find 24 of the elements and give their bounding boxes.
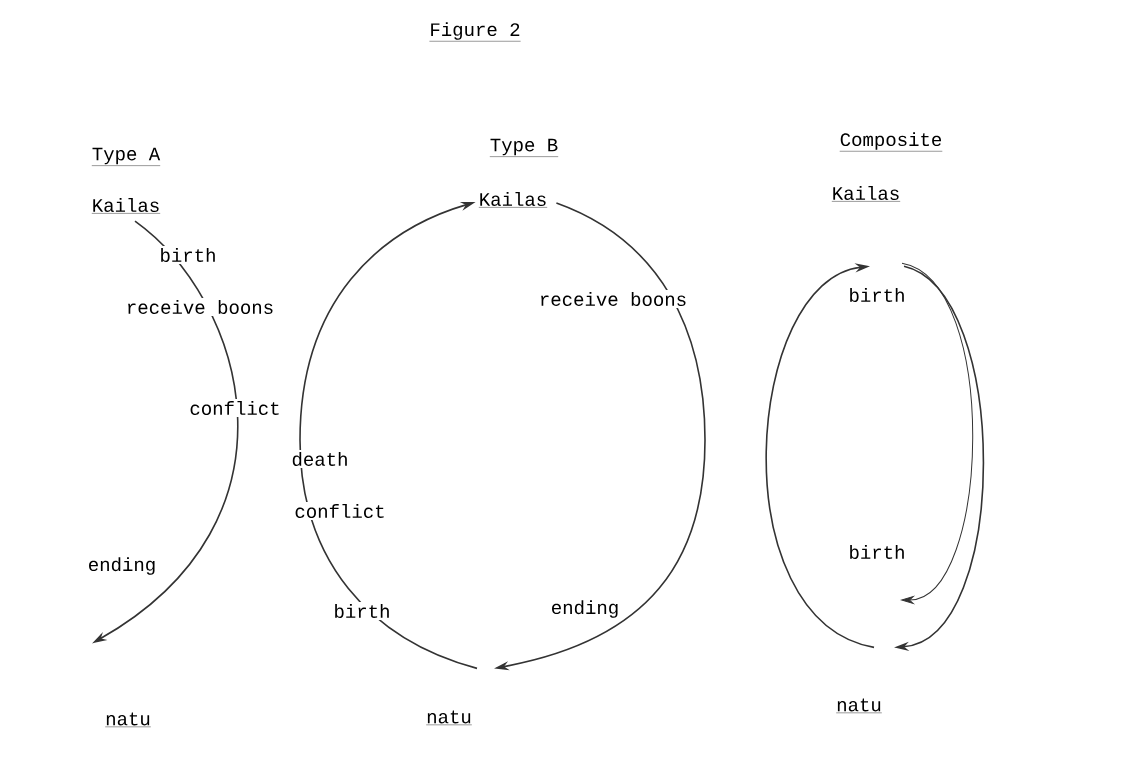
stage-label: receive boons (123, 298, 277, 316)
stage-label: conflict (292, 502, 388, 520)
stage-label: ending (548, 598, 622, 620)
stage-label: conflict (187, 399, 283, 417)
stage-label: ending (85, 555, 159, 577)
place-label: natu (836, 698, 882, 714)
place-label: natu (105, 712, 151, 728)
stage-label: receive boons (536, 290, 690, 308)
place-label: Kailas (91, 198, 161, 214)
column-heading: Type A (91, 147, 161, 166)
stage-label: birth (846, 286, 908, 304)
arrow (901, 262, 974, 604)
column-heading: Type B (489, 138, 559, 157)
arrow (299, 201, 478, 670)
figure-title: Figure 2 (429, 22, 521, 42)
stage-label: birth (331, 602, 393, 620)
stage-label: death (289, 450, 351, 468)
stage-label: birth (157, 246, 219, 264)
stage-label: birth (846, 543, 908, 561)
place-label: Kailas (831, 186, 901, 202)
place-label: natu (426, 710, 472, 726)
arrow (765, 263, 875, 649)
place-label: Kailas (478, 192, 548, 208)
column-heading: Composite (839, 132, 943, 152)
